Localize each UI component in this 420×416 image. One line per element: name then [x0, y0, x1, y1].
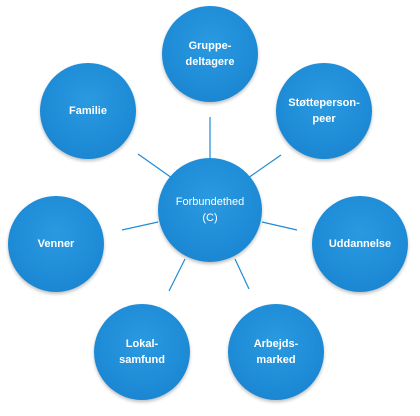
node-label: Uddannelse [328, 238, 392, 250]
connector-uddannelse [261, 221, 298, 231]
connector-familie [137, 153, 173, 179]
node-stoetteperson: Støtteperson- peer [276, 63, 372, 159]
node-gruppedeltagere: Gruppe- deltagere [162, 6, 258, 102]
connector-venner [121, 221, 159, 231]
node-arbejdsmarked: Arbejds- marked [228, 304, 324, 400]
node-label: Arbejds- marked [253, 338, 299, 366]
node-lokalsamfund: Lokal- samfund [94, 304, 190, 400]
connector-stoetteperson [247, 154, 282, 179]
node-label: Familie [69, 105, 107, 117]
connector-lokalsamfund [168, 258, 186, 292]
node-label: Støtteperson- peer [288, 97, 360, 125]
node-label: Venner [37, 238, 75, 250]
node-venner: Venner [8, 196, 104, 292]
center-node-forbundethed: Forbundethed (C) [158, 158, 262, 262]
center-label: Forbundethed (C) [175, 196, 245, 224]
node-label: Gruppe- deltagere [185, 40, 235, 68]
node-label: Lokal- samfund [119, 338, 165, 366]
connector-arbejdsmarked [234, 258, 250, 290]
node-uddannelse: Uddannelse [312, 196, 408, 292]
node-familie: Familie [40, 63, 136, 159]
